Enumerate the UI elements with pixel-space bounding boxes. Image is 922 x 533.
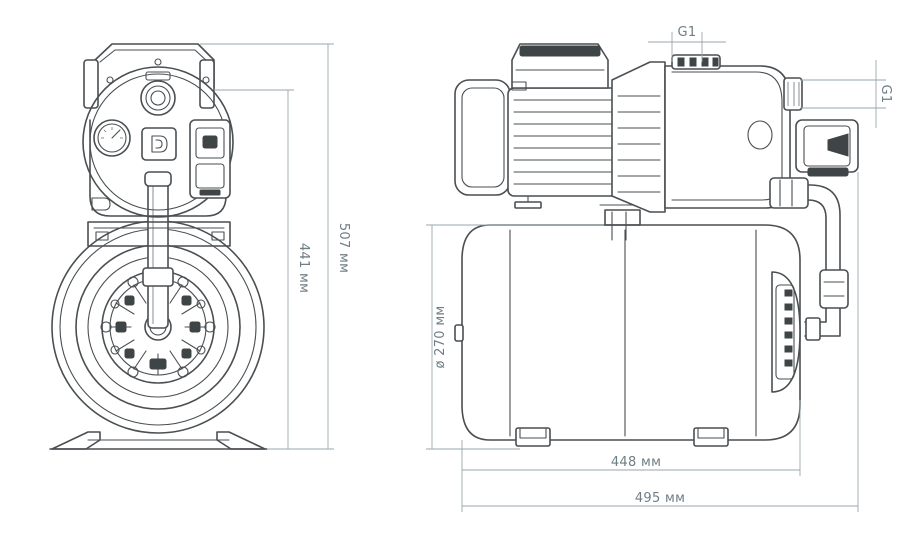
dimension-height-tank: 441 мм (296, 243, 311, 293)
dimension-tank-diameter: ø 270 мм (433, 305, 448, 368)
front-pump-body (82, 43, 234, 218)
dimension-inlet-thread: G1 (878, 85, 893, 104)
side-pump-head (611, 54, 859, 213)
front-view (49, 43, 268, 450)
front-pipe (142, 171, 174, 329)
front-dimension-lines (200, 43, 334, 450)
side-hose (769, 177, 849, 341)
side-dimension-lines (426, 32, 886, 512)
dimension-total-length: 495 мм (635, 491, 685, 506)
side-view (454, 43, 859, 447)
dimension-outlet-thread: G1 (678, 25, 697, 40)
dimension-height-total: 507 мм (336, 223, 351, 273)
dimension-tank-length: 448 мм (611, 455, 661, 470)
front-bracket (87, 221, 231, 247)
side-motor (454, 43, 619, 197)
side-tank (454, 189, 801, 447)
front-base (49, 431, 268, 450)
